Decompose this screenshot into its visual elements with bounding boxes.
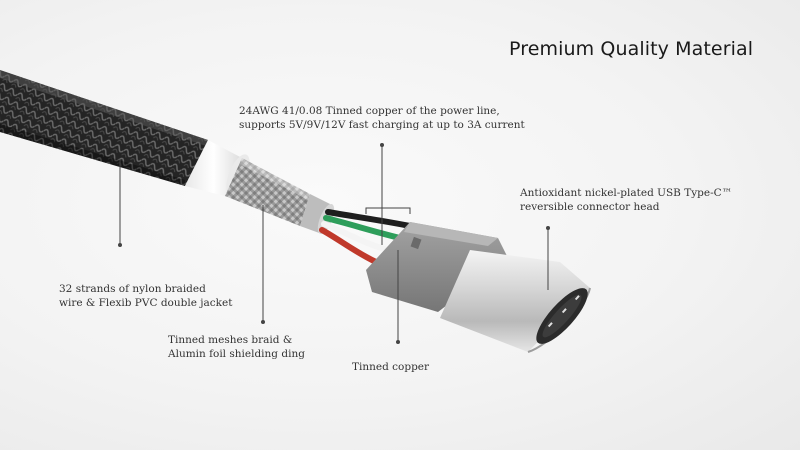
callout-leaders <box>118 143 550 344</box>
connector-overmold <box>366 222 508 312</box>
nylon-braid-section <box>0 70 208 186</box>
inner-wires <box>319 209 413 265</box>
callout-power-line-text-2: supports 5V/9V/12V fast charging at up t… <box>239 119 525 131</box>
callout-power-line-text-1: 24AWG 41/0.08 Tinned copper of the power… <box>239 105 500 117</box>
mesh-shield-section <box>225 158 310 226</box>
callout-connector-text-1: Antioxidant nickel-plated USB Type-C™ <box>520 187 733 199</box>
callout-connector: Antioxidant nickel-plated USB Type-C™ re… <box>520 186 732 214</box>
page-title: Premium Quality Material <box>509 38 754 60</box>
callout-connector-text-2: reversible connector head <box>520 201 660 213</box>
wire-white <box>321 221 391 253</box>
callout-shielding: Tinned meshes braid & Alumin foil shield… <box>168 333 305 361</box>
wire-black <box>325 209 413 229</box>
callout-shielding-text-1: Tinned meshes braid & <box>168 334 293 346</box>
wire-red <box>319 227 379 265</box>
callout-shielding-text-2: Alumin foil shielding ding <box>168 348 305 360</box>
callout-nylon-text-1: 32 strands of nylon braided <box>59 283 206 295</box>
callout-nylon: 32 strands of nylon braided wire & Flexi… <box>59 282 232 310</box>
callout-copper-text-1: Tinned copper <box>352 361 430 373</box>
wire-green <box>323 215 403 241</box>
callout-nylon-text-2: wire & Flexib PVC double jacket <box>59 297 233 309</box>
callout-copper: Tinned copper <box>352 360 429 374</box>
leader-bracket <box>365 207 411 214</box>
usb-c-plug <box>440 250 591 353</box>
callout-power-line: 24AWG 41/0.08 Tinned copper of the power… <box>239 104 525 132</box>
